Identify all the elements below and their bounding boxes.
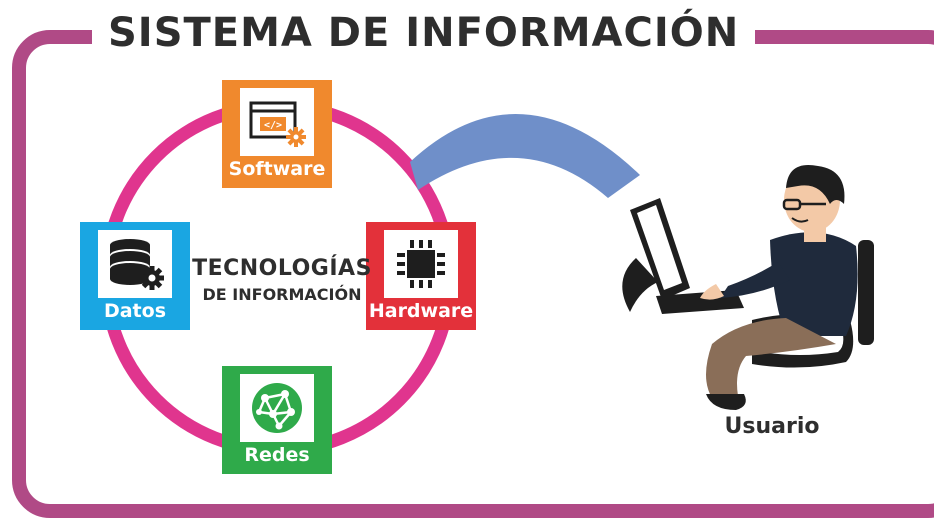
node-redes: Redes — [222, 366, 332, 474]
center-label-line2: DE INFORMACIÓN — [202, 285, 362, 304]
node-hardware: Hardware — [366, 222, 476, 330]
node-hardware-label: Hardware — [368, 300, 474, 322]
person-at-computer-icon — [622, 164, 874, 410]
database-gear-icon — [98, 230, 172, 298]
node-software-label: Software — [228, 158, 326, 180]
node-software: </> Software — [222, 80, 332, 188]
node-datos-label: Datos — [103, 300, 167, 322]
network-globe-icon — [240, 374, 314, 442]
center-label: TECNOLOGÍAS DE INFORMACIÓN — [186, 255, 378, 307]
center-label-line1: TECNOLOGÍAS — [192, 256, 372, 281]
code-window-icon: </> — [240, 88, 314, 156]
node-redes-label: Redes — [244, 444, 310, 466]
connector-arc — [410, 114, 640, 198]
node-datos: Datos — [80, 222, 190, 330]
diagram-title: SISTEMA DE INFORMACIÓN — [92, 8, 756, 58]
chip-icon — [384, 230, 458, 298]
user-label: Usuario — [724, 414, 820, 439]
svg-text:</>: </> — [264, 120, 282, 131]
